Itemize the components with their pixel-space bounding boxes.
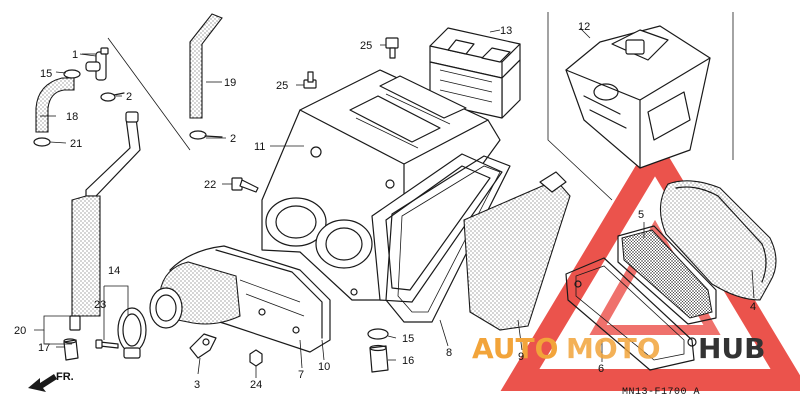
- label-6: 6: [598, 363, 604, 375]
- svg-text:MOTO: MOTO: [566, 332, 661, 365]
- label-3: 3: [194, 379, 200, 391]
- diagram-code: MN13-F1700 A: [622, 387, 700, 398]
- part-8-gasket: [385, 155, 511, 323]
- svg-text:AUTO: AUTO: [472, 332, 558, 365]
- part-11-case: [261, 69, 503, 303]
- part-15-clamp-a: [63, 69, 81, 79]
- label-13: 13: [500, 25, 512, 37]
- svg-text:HUB: HUB: [698, 332, 766, 365]
- part-20-tube-upper: [85, 117, 141, 197]
- leader-lines: [34, 27, 755, 378]
- part-19-hose: [189, 13, 223, 119]
- label-15b: 15: [402, 333, 414, 345]
- part-6-frame: [565, 257, 697, 371]
- label-23: 23: [94, 299, 106, 311]
- part-14-band: [117, 307, 147, 359]
- label-4: 4: [750, 301, 756, 313]
- label-12: 12: [578, 21, 590, 33]
- label-25a: 25: [360, 40, 372, 52]
- label-14: 14: [108, 265, 120, 277]
- label-22: 22: [204, 179, 216, 191]
- part-23-screw: [95, 339, 119, 349]
- part-16-plug: [369, 345, 389, 373]
- part-24-nut: [249, 349, 263, 367]
- label-8: 8: [446, 347, 452, 359]
- label-15a: 15: [40, 68, 52, 80]
- label-1: 1: [72, 49, 78, 61]
- label-5: 5: [638, 209, 644, 221]
- label-9: 9: [518, 351, 524, 363]
- part-7-tube: [149, 261, 241, 329]
- part-1-joint: [85, 47, 109, 81]
- part-21-clamp: [33, 137, 51, 147]
- part-18-hose: [35, 77, 75, 133]
- part-25-bolt-b: [303, 71, 317, 89]
- label-16: 16: [402, 355, 414, 367]
- label-18: 18: [66, 111, 78, 123]
- part-3-bracket: [189, 333, 217, 359]
- front-arrow-icon: [28, 374, 57, 392]
- label-25b: 25: [276, 80, 288, 92]
- label-20: 20: [14, 325, 26, 337]
- label-19: 19: [224, 77, 236, 89]
- part-17-plug: [63, 339, 79, 361]
- part-25-bolt-a: [385, 37, 399, 59]
- front-direction-label: FR.: [56, 371, 74, 383]
- part-20-tube: [71, 195, 101, 317]
- part-5-screen: [621, 229, 713, 319]
- label-24: 24: [250, 379, 262, 391]
- part-2-clip-b: [189, 130, 223, 140]
- part-22-bolt: [231, 177, 259, 193]
- part-labels: 1 15 2 18 21 19 2 25 25 13 12 11 22 5 4 …: [14, 21, 756, 391]
- part-2-clip-a: [100, 92, 125, 102]
- watermark-brand: AUTO MOTO HUB: [472, 332, 766, 365]
- label-2b: 2: [230, 133, 236, 145]
- inset-frame: [547, 12, 734, 201]
- label-10: 10: [318, 361, 330, 373]
- label-2a: 2: [126, 91, 132, 103]
- part-15-clamp-b: [367, 328, 389, 340]
- part-4-air-filter: [659, 180, 777, 301]
- label-17: 17: [38, 342, 50, 354]
- label-11: 11: [254, 141, 265, 153]
- part-12-housing: [565, 25, 711, 169]
- label-7: 7: [298, 369, 304, 381]
- label-21: 21: [70, 138, 82, 150]
